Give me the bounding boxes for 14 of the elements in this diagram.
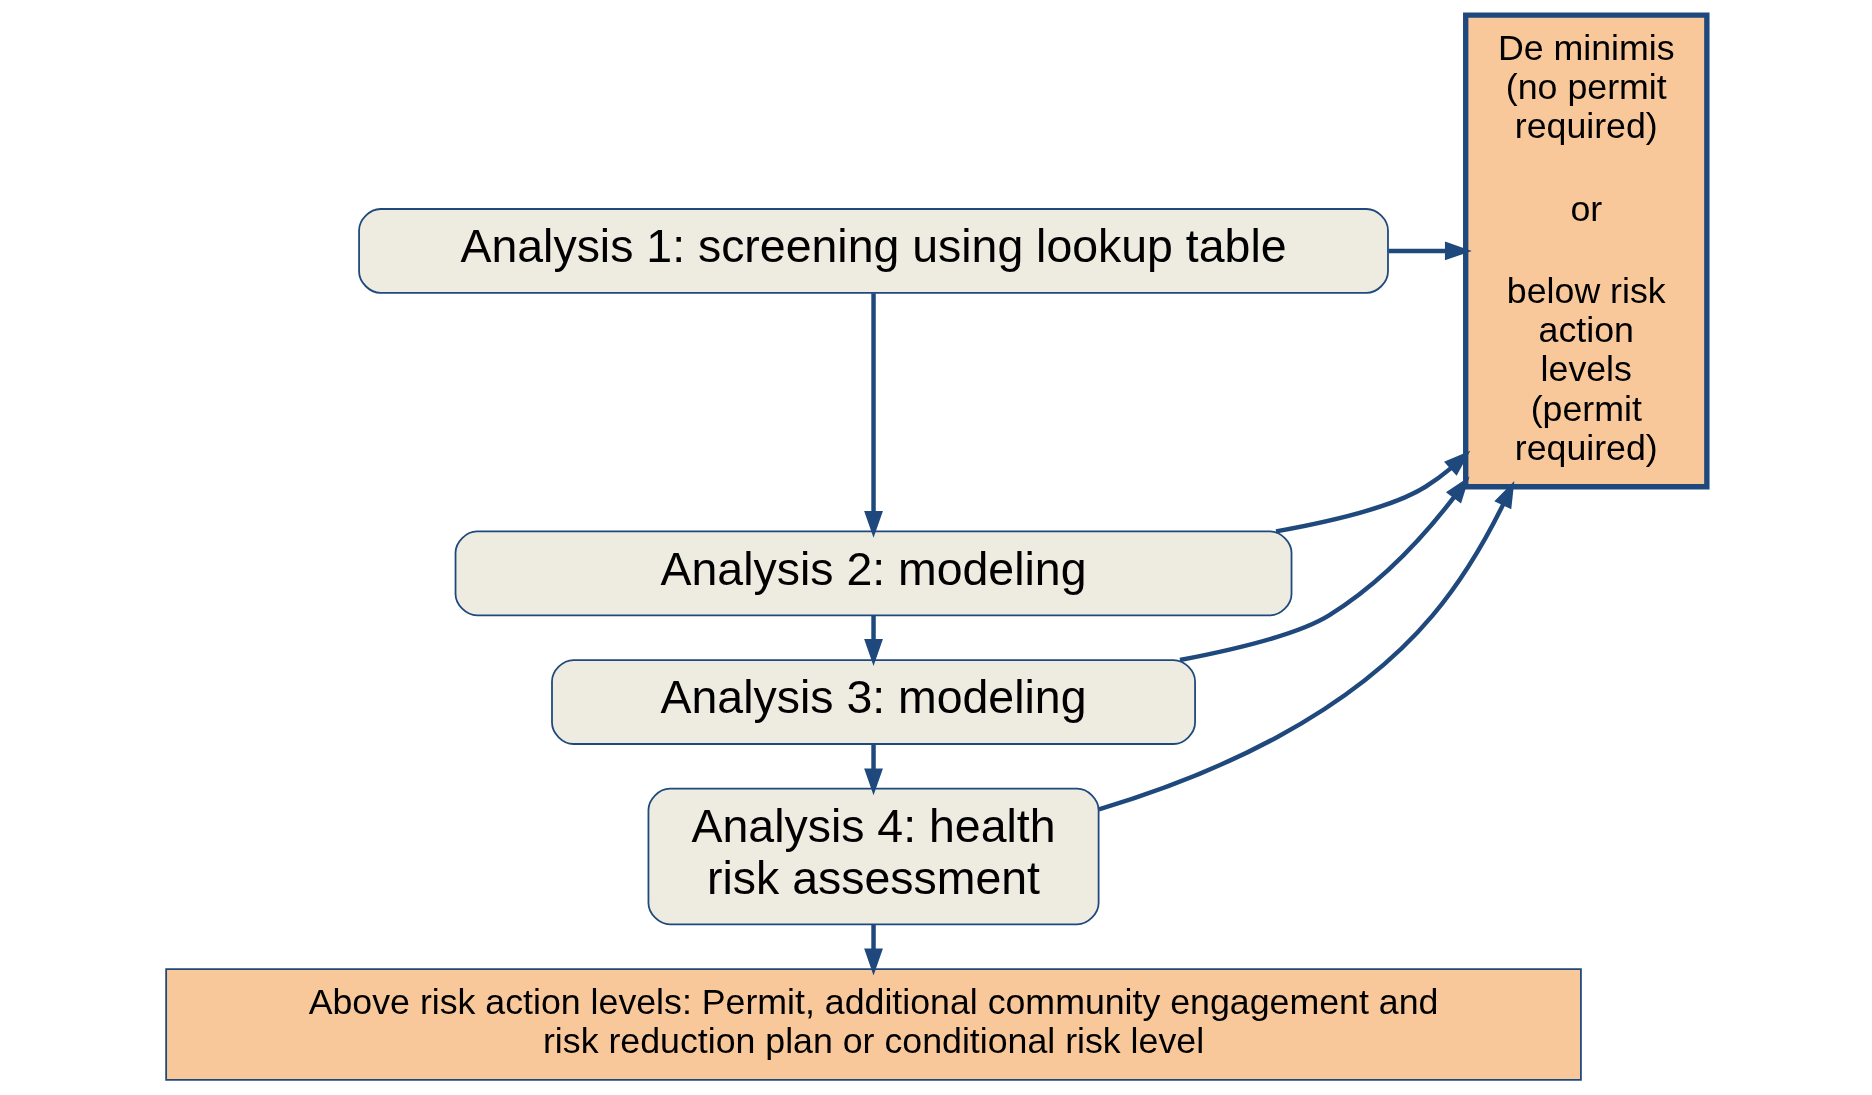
- arrow: [1275, 450, 1470, 534]
- arrow: [863, 924, 883, 976]
- node-box: Analysis 1: screening using lookup table: [357, 208, 1389, 294]
- arrow: [863, 744, 883, 796]
- arrow: [1179, 476, 1470, 663]
- arrow: [863, 293, 883, 538]
- arrow: [863, 615, 883, 666]
- node-box: Above risk action levels: Permit, additional community engagement and risk reduction plan or conditional risk level: [164, 968, 1582, 1081]
- arrow: [1388, 241, 1472, 261]
- node-box: De minimis (no permit required) or below risk action levels (permit required): [1462, 12, 1710, 490]
- arrow: [1097, 481, 1514, 812]
- node-box: Analysis 4: health risk assessment: [647, 787, 1099, 926]
- node-box: Analysis 2: modeling: [454, 530, 1292, 617]
- node-box: Analysis 3: modeling: [550, 659, 1196, 745]
